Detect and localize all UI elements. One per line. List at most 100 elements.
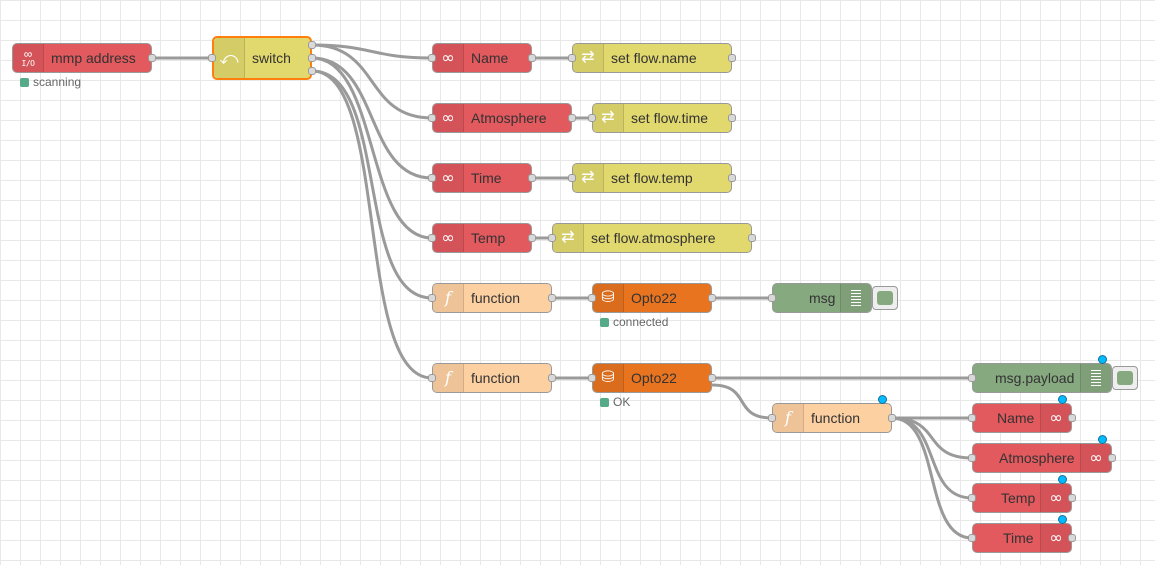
changed-indicator-dot [1058,475,1067,484]
wire[interactable] [311,43,433,120]
input-port[interactable] [428,54,436,62]
mmp-write-atmosphere-node[interactable]: Atmosphere ∞ [972,443,1112,473]
node-label: Time [471,170,502,186]
function-icon: f [433,284,464,312]
function-node-2[interactable]: f function [432,363,552,393]
node-label: msg [809,290,836,306]
output-port[interactable] [1068,494,1076,502]
mmp-read-time-node[interactable]: ∞ Time [432,163,532,193]
input-port[interactable] [548,234,556,242]
input-port[interactable] [568,54,576,62]
wire[interactable] [311,69,433,380]
output-port[interactable] [1068,534,1076,542]
input-port[interactable] [768,294,776,302]
output-port[interactable] [728,114,736,122]
node-label: set flow.atmosphere [591,230,716,246]
input-port[interactable] [968,414,976,422]
input-port[interactable] [588,294,596,302]
mmp-read-temp-node[interactable]: ∞ Temp [432,223,532,253]
wire[interactable] [311,56,433,180]
node-label: function [471,290,521,306]
input-port[interactable] [968,374,976,382]
opto22-node-2[interactable]: ⛁ Opto22 [592,363,712,393]
output-port[interactable] [748,234,756,242]
input-port[interactable] [208,54,216,62]
output-port-1[interactable] [308,41,316,49]
output-port[interactable] [728,54,736,62]
node-label: Opto22 [631,370,677,386]
opto22-node-1[interactable]: ⛁ Opto22 [592,283,712,313]
input-port[interactable] [588,114,596,122]
input-port[interactable] [428,114,436,122]
status-ok: OK [600,395,630,409]
node-label: Atmosphere [999,450,1075,466]
change-set-atmosphere-node[interactable]: ⇄ set flow.atmosphere [552,223,752,253]
mmp-io-icon: ∞I/O [13,44,44,72]
mmp-read-atmosphere-node[interactable]: ∞ Atmosphere [432,103,572,133]
wire[interactable] [891,416,973,540]
input-port[interactable] [428,174,436,182]
output-port[interactable] [548,374,556,382]
node-label: set flow.temp [611,170,693,186]
output-port[interactable] [528,174,536,182]
input-port[interactable] [968,454,976,462]
changed-indicator-dot [1098,355,1107,364]
mmp-address-node[interactable]: ∞I/O mmp address [12,43,152,73]
wire[interactable] [711,383,773,420]
status-text: OK [613,395,631,409]
status-text: connected [613,315,669,329]
input-port[interactable] [428,374,436,382]
wire[interactable] [311,56,433,240]
changed-indicator-dot [1058,395,1067,404]
output-port[interactable] [1108,454,1116,462]
debug-toggle-button[interactable] [1112,366,1138,390]
mmp-write-icon: ∞ [1040,524,1071,552]
database-icon: ⛁ [593,364,624,392]
status-dot [20,77,29,87]
input-port[interactable] [428,294,436,302]
output-port[interactable] [148,54,156,62]
node-label: function [811,410,861,426]
switch-node[interactable]: ⤺ switch [212,36,312,80]
output-port[interactable] [1068,414,1076,422]
input-port[interactable] [768,414,776,422]
wire[interactable] [891,416,973,460]
input-port[interactable] [568,174,576,182]
mmp-write-temp-node[interactable]: Temp ∞ [972,483,1072,513]
function-node-1[interactable]: f function [432,283,552,313]
changed-indicator-dot [1058,515,1067,524]
mmp-write-name-node[interactable]: Name ∞ [972,403,1072,433]
input-port[interactable] [588,374,596,382]
output-port[interactable] [528,54,536,62]
wire[interactable] [311,69,433,300]
output-port[interactable] [548,294,556,302]
output-port[interactable] [708,374,716,382]
input-port[interactable] [968,494,976,502]
status-text: scanning [33,75,82,89]
mmp-read-name-node[interactable]: ∞ Name [432,43,532,73]
debug-msg-node[interactable]: msg [772,283,872,313]
output-port-3[interactable] [308,67,316,75]
mmp-write-time-node[interactable]: Time ∞ [972,523,1072,553]
input-port[interactable] [428,234,436,242]
status-connected: connected [600,315,668,329]
output-port[interactable] [888,414,896,422]
change-set-name-node[interactable]: ⇄ set flow.name [572,43,732,73]
change-set-time-node[interactable]: ⇄ set flow.time [592,103,732,133]
function-node-3[interactable]: f function [772,403,892,433]
output-port-2[interactable] [308,54,316,62]
output-port[interactable] [528,234,536,242]
node-label: Time [1003,530,1034,546]
change-set-temp-node[interactable]: ⇄ set flow.temp [572,163,732,193]
debug-toggle-button[interactable] [872,286,898,310]
debug-payload-node[interactable]: msg.payload [972,363,1112,393]
function-icon: f [433,364,464,392]
output-port[interactable] [728,174,736,182]
node-label: function [471,370,521,386]
input-port[interactable] [968,534,976,542]
change-icon: ⇄ [593,104,624,132]
output-port[interactable] [708,294,716,302]
output-port[interactable] [568,114,576,122]
